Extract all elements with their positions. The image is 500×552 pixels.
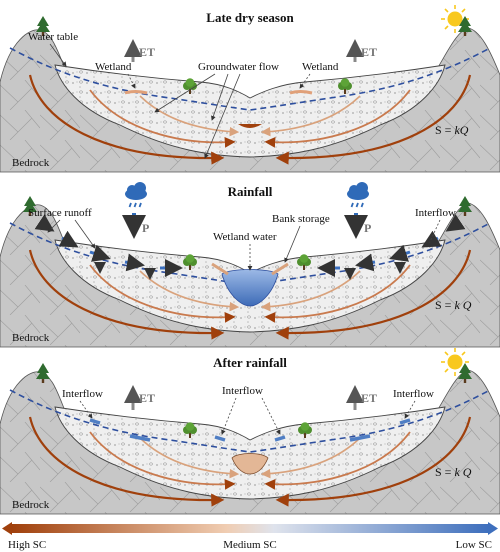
stream-channel [231, 453, 269, 475]
wetland-patch [124, 90, 148, 95]
bedrock-label: Bedrock [12, 499, 50, 511]
et-label: ET [361, 391, 377, 405]
left-arrow-icon [2, 522, 12, 535]
panel-3-title: After rainfall [213, 355, 287, 370]
sc-gradient [12, 524, 488, 533]
interflow-arrows [89, 418, 411, 442]
water-table-label: Water table [28, 31, 78, 43]
infiltration-arrows [94, 262, 406, 280]
groundwater-flow-label: Groundwater flow [198, 61, 279, 73]
storage-equation: S = k Q [435, 298, 472, 312]
rain-cloud-icon [124, 181, 148, 208]
interflow-left-label: Interflow [62, 388, 103, 400]
storage-equation: S = k Q [435, 465, 472, 479]
stream-channel [238, 124, 262, 128]
wetland-patch [289, 90, 313, 95]
high-sc-label: High SC [8, 539, 46, 551]
et-label: ET [139, 45, 155, 59]
p-label: P [142, 221, 149, 235]
panel-rainfall: Rainfall P P [0, 181, 500, 347]
wetland-right-label: Wetland [302, 61, 339, 73]
wetland-left-label: Wetland [95, 61, 132, 73]
panel-late-dry-season: Late dry season ET ET Water table Wetlan… [0, 4, 500, 172]
bedrock-label: Bedrock [12, 157, 50, 169]
right-arrow-icon [488, 522, 498, 535]
interflow-right-label: Interflow [393, 388, 434, 400]
interflow-label: Interflow [415, 207, 456, 219]
storage-equation: S = kQ [435, 123, 469, 137]
surface-runoff-label: Surface runoff [28, 207, 92, 219]
panel-1-title: Late dry season [206, 10, 294, 25]
low-sc-label: Low SC [456, 539, 492, 551]
bank-storage-label: Bank storage [272, 213, 330, 225]
bank-storage-arrow [211, 262, 229, 276]
p-label: P [364, 221, 371, 235]
interflow-center-label: Interflow [222, 385, 263, 397]
rain-cloud-icon [346, 181, 370, 208]
et-label: ET [361, 45, 377, 59]
bedrock-label: Bedrock [12, 332, 50, 344]
wetland-water-label: Wetland water [213, 231, 277, 243]
valley-cross-section [0, 28, 500, 172]
bank-storage-arrow [271, 262, 289, 276]
et-label: ET [139, 391, 155, 405]
medium-sc-label: Medium SC [223, 539, 276, 551]
sc-scale-bar: High SC Medium SC Low SC [2, 522, 498, 551]
panel-2-title: Rainfall [228, 184, 273, 199]
panel-after-rainfall: After rainfall ET ET Interflow Interflow… [0, 347, 500, 514]
